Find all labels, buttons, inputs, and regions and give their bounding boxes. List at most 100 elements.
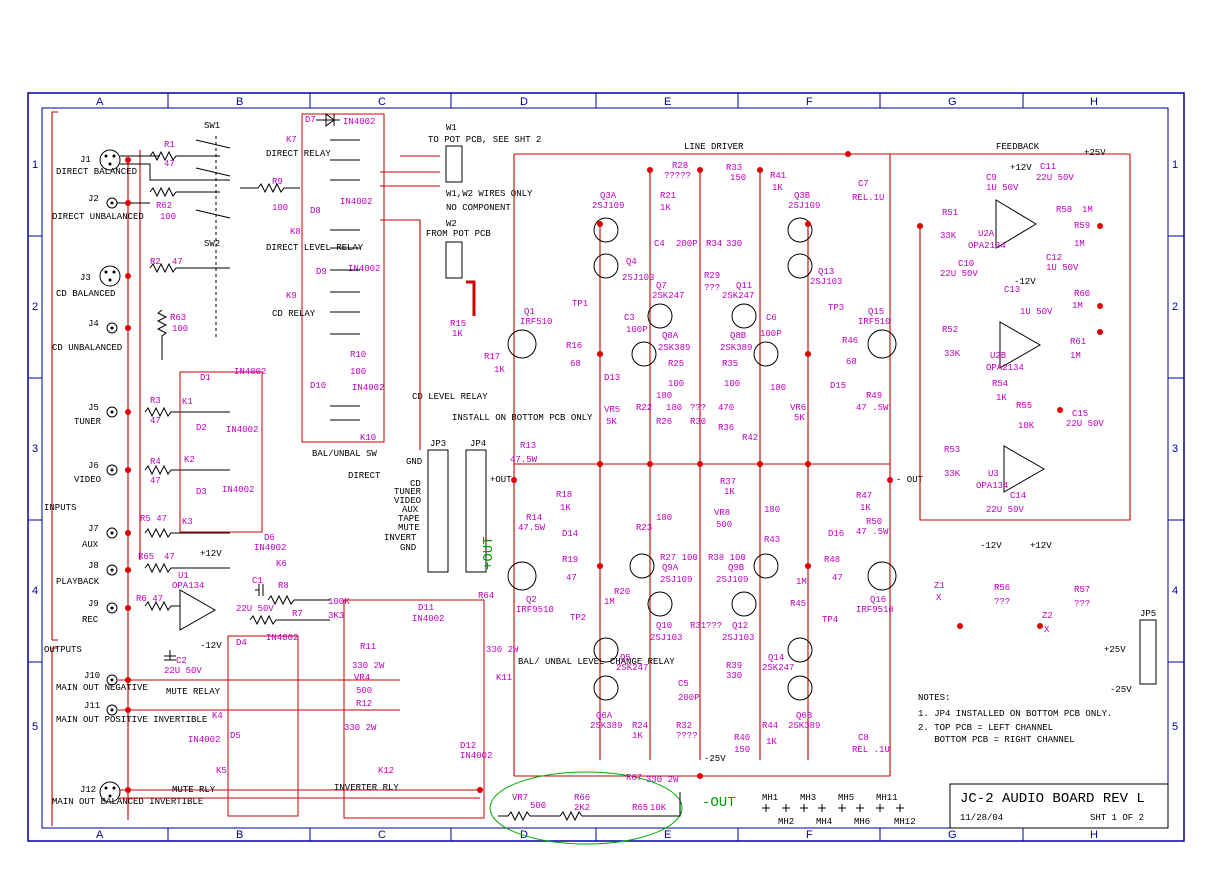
opamp-u1: U1 OPA134 +12V -12V bbox=[172, 549, 222, 651]
svg-text:R27 100: R27 100 bbox=[660, 553, 698, 563]
svg-text:Q5: Q5 bbox=[620, 653, 631, 663]
svg-text:R67: R67 bbox=[626, 773, 642, 783]
jfet-q3b: Q3B 2SJ109 bbox=[787, 191, 820, 243]
svg-text:C5: C5 bbox=[678, 679, 689, 689]
svg-text:100: 100 bbox=[724, 379, 740, 389]
svg-text:TP2: TP2 bbox=[570, 613, 586, 623]
svg-text:???: ??? bbox=[994, 597, 1010, 607]
switch-sw1[interactable]: SW1 bbox=[195, 121, 231, 340]
svg-text:C12: C12 bbox=[1046, 253, 1062, 263]
svg-text:2SK389: 2SK389 bbox=[788, 721, 820, 731]
svg-text:R10: R10 bbox=[350, 350, 366, 360]
opamp-u2a: U2A OPA2134 bbox=[968, 199, 1037, 251]
svg-text:R19: R19 bbox=[562, 555, 578, 565]
bottom-section: VR7 500 R66 2K2 R67 330 2W R65 10K -OUT … bbox=[489, 693, 1169, 845]
row-label-5: 5 bbox=[32, 721, 38, 733]
svg-text:R16: R16 bbox=[566, 341, 582, 351]
svg-text:+OUT: +OUT bbox=[481, 536, 497, 570]
svg-text:X: X bbox=[936, 593, 942, 603]
jfet-q12: Q12 2SJ103 bbox=[722, 591, 757, 643]
svg-text:D1: D1 bbox=[200, 373, 211, 383]
svg-text:J1: J1 bbox=[80, 155, 91, 165]
svg-text:J4: J4 bbox=[88, 319, 99, 329]
svg-text:Q6B: Q6B bbox=[796, 711, 813, 721]
svg-text:330 2W: 330 2W bbox=[486, 645, 519, 655]
svg-text:JP4: JP4 bbox=[470, 439, 486, 449]
svg-text:R28: R28 bbox=[672, 161, 688, 171]
svg-text:180: 180 bbox=[666, 403, 682, 413]
svg-text:Q13: Q13 bbox=[818, 267, 834, 277]
svg-text:47: 47 bbox=[164, 159, 175, 169]
column-label-g-bottom: G bbox=[948, 829, 957, 841]
svg-text:R45: R45 bbox=[790, 599, 806, 609]
svg-text:R23: R23 bbox=[636, 523, 652, 533]
svg-text:K4: K4 bbox=[212, 711, 223, 721]
svg-text:J11: J11 bbox=[84, 701, 100, 711]
svg-text:K5: K5 bbox=[216, 766, 227, 776]
svg-text:R25: R25 bbox=[668, 359, 684, 369]
svg-text:???: ??? bbox=[1074, 599, 1090, 609]
svg-text:47: 47 bbox=[566, 573, 577, 583]
column-label-c-bottom: C bbox=[378, 829, 386, 841]
svg-text:1K: 1K bbox=[724, 487, 735, 497]
svg-text:100: 100 bbox=[272, 203, 288, 213]
svg-text:C3: C3 bbox=[624, 313, 635, 323]
jp3-label: AUX bbox=[402, 505, 419, 515]
svg-text:D3: D3 bbox=[196, 487, 207, 497]
svg-text:MUTE RLY: MUTE RLY bbox=[172, 785, 216, 795]
svg-text:+25V: +25V bbox=[1104, 645, 1126, 655]
column-label-a: A bbox=[96, 96, 104, 108]
svg-text:R9: R9 bbox=[272, 177, 283, 187]
svg-text:DIRECT RELAY: DIRECT RELAY bbox=[266, 149, 331, 159]
svg-text:TP4: TP4 bbox=[822, 615, 838, 625]
svg-text:Q12: Q12 bbox=[732, 621, 748, 631]
jp3-label: INVERT bbox=[384, 533, 417, 543]
svg-text:47: 47 bbox=[172, 257, 183, 267]
svg-text:NOTES:: NOTES: bbox=[918, 693, 950, 703]
jfet-q6b: Q6B 2SK389 bbox=[787, 675, 820, 731]
svg-text:IN4002: IN4002 bbox=[234, 367, 266, 377]
svg-text:K3: K3 bbox=[182, 517, 193, 527]
output-stage: LINE DRIVER +25V -25V Q1 IRF510 Q2 IRF95… bbox=[450, 142, 1130, 777]
row-label-4: 4 bbox=[32, 585, 38, 597]
border-frame: A B C D E F G H A B C D E F G H 1 2 3 4 … bbox=[27, 92, 1185, 842]
svg-text:1K: 1K bbox=[560, 503, 571, 513]
svg-text:100P: 100P bbox=[626, 325, 648, 335]
svg-text:R4: R4 bbox=[150, 457, 161, 467]
svg-text:180: 180 bbox=[656, 391, 672, 401]
svg-text:REL .1U: REL .1U bbox=[852, 745, 890, 755]
svg-text:JP3: JP3 bbox=[430, 439, 446, 449]
svg-text:R55: R55 bbox=[1016, 401, 1032, 411]
svg-text:150: 150 bbox=[730, 173, 746, 183]
svg-text:Z1: Z1 bbox=[934, 581, 945, 591]
opamp-u3: U3 OPA134 bbox=[976, 445, 1046, 493]
svg-text:TO POT PCB, SEE SHT 2: TO POT PCB, SEE SHT 2 bbox=[428, 135, 541, 145]
svg-text:?????: ????? bbox=[664, 171, 691, 181]
svg-text:C15: C15 bbox=[1072, 409, 1088, 419]
connector-j12: J12 MAIN OUT BALANCED INVERTIBLE bbox=[52, 781, 203, 807]
jfet-q9a: Q9A 2SJ109 bbox=[629, 553, 692, 585]
svg-text:R54: R54 bbox=[992, 379, 1008, 389]
svg-text:1U 50V: 1U 50V bbox=[986, 183, 1019, 193]
column-label-e: E bbox=[664, 96, 671, 108]
svg-text:Q11: Q11 bbox=[736, 281, 752, 291]
svg-text:SW2: SW2 bbox=[204, 239, 220, 249]
svg-text:D7: D7 bbox=[305, 115, 316, 125]
svg-text:22U 50V: 22U 50V bbox=[236, 604, 274, 614]
svg-text:180: 180 bbox=[764, 505, 780, 515]
svg-text:D4: D4 bbox=[236, 638, 247, 648]
svg-text:D16: D16 bbox=[828, 529, 844, 539]
svg-text:R30: R30 bbox=[690, 417, 706, 427]
svg-text:BOTTOM PCB = RIGHT CHANNEL: BOTTOM PCB = RIGHT CHANNEL bbox=[918, 735, 1075, 745]
connector-j4: J4 CD UNBALANCED bbox=[52, 319, 122, 353]
svg-text:-12V: -12V bbox=[200, 641, 222, 651]
svg-text:R22: R22 bbox=[636, 403, 652, 413]
svg-text:R5 47: R5 47 bbox=[140, 514, 167, 524]
svg-text:47: 47 bbox=[164, 552, 175, 562]
svg-text:MH5: MH5 bbox=[838, 793, 854, 803]
svg-text:VR7: VR7 bbox=[512, 793, 528, 803]
svg-text:VR8: VR8 bbox=[714, 508, 730, 518]
row-label-5-right: 5 bbox=[1172, 721, 1178, 733]
svg-text:R32: R32 bbox=[676, 721, 692, 731]
svg-text:C13: C13 bbox=[1004, 285, 1020, 295]
